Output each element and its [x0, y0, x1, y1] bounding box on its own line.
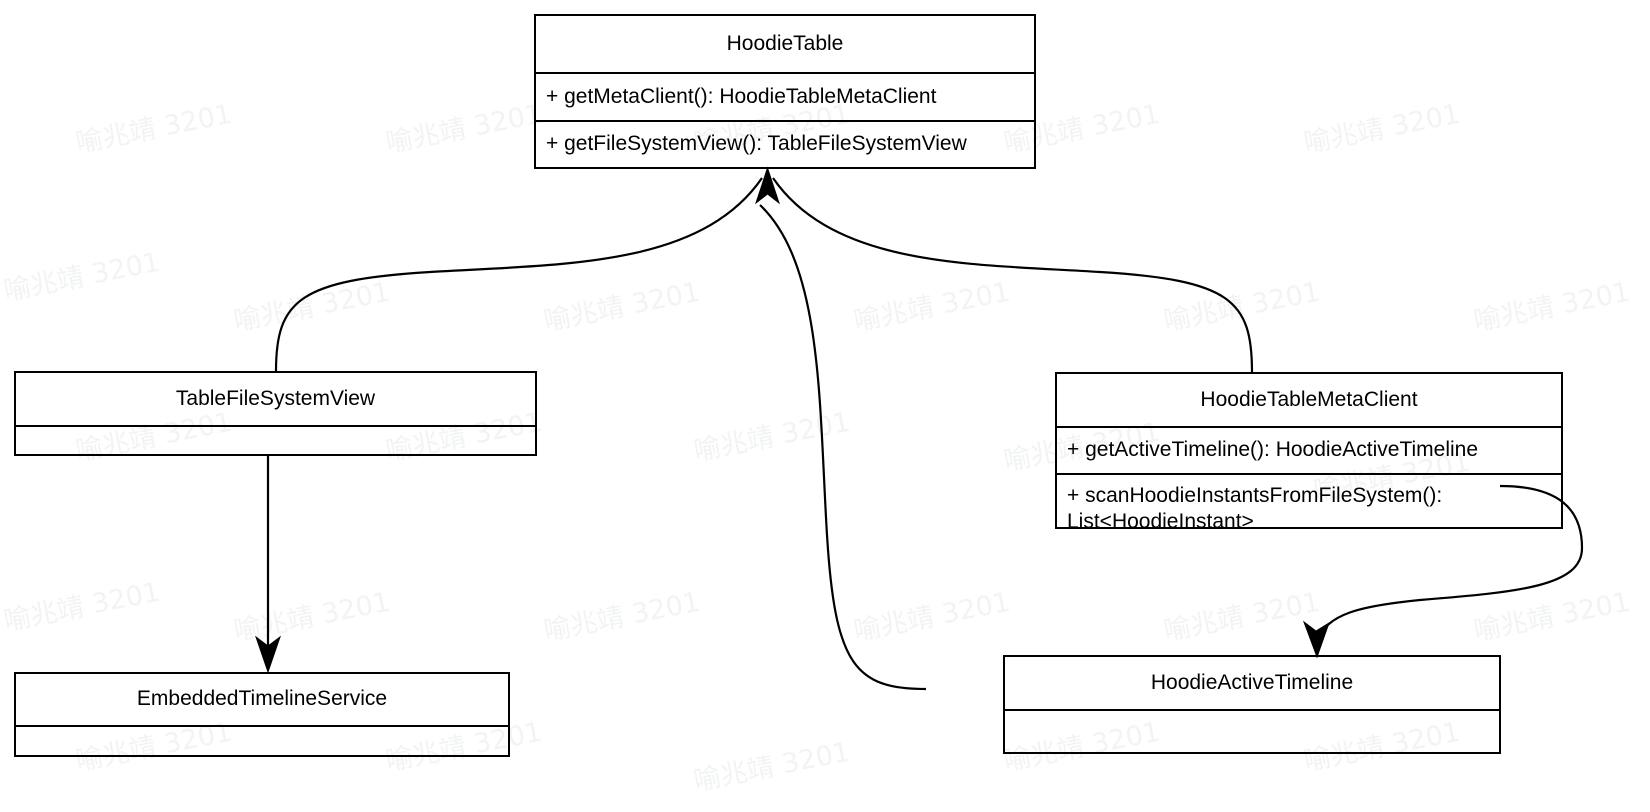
class-box-hoodie-table-meta-client[interactable]: HoodieTableMetaClient + getActiveTimelin… — [1055, 372, 1563, 533]
class-name-hoodie-table-meta-client: HoodieTableMetaClient — [1200, 387, 1418, 411]
watermark-text: 喻兆靖 3201 — [691, 406, 853, 468]
class-name-embedded-timeline-service: EmbeddedTimelineService — [136, 687, 388, 711]
class-box-embedded-timeline-service[interactable]: EmbeddedTimelineService — [14, 672, 510, 757]
class-member-hoodie-table-1: + getFileSystemView(): TableFileSystemVi… — [536, 119, 1034, 167]
watermark-text: 喻兆靖 3201 — [73, 98, 235, 160]
class-name-table-file-system-view: TableFileSystemView — [175, 386, 376, 410]
class-member-hoodie-active-timeline-0 — [1005, 708, 1499, 752]
watermark-text: 喻兆靖 3201 — [851, 276, 1013, 338]
relation-hoodietablemetaclient-to-hoodietable — [772, 177, 1254, 373]
class-member-hoodie-table-0: + getMetaClient(): HoodieTableMetaClient — [536, 72, 1034, 119]
watermark-text: 喻兆靖 3201 — [851, 586, 1013, 648]
watermark-text: 喻兆靖 3201 — [1, 246, 163, 308]
watermark-text: 喻兆靖 3201 — [1471, 276, 1633, 338]
watermark-text: 喻兆靖 3201 — [1161, 276, 1323, 338]
watermark-text: 喻兆靖 3201 — [541, 276, 703, 338]
watermark-text: 喻兆靖 3201 — [691, 736, 853, 798]
watermark-text: 喻兆靖 3201 — [1, 576, 163, 638]
watermark-text: 喻兆靖 3201 — [1301, 98, 1463, 160]
class-box-hoodie-table[interactable]: HoodieTable + getMetaClient(): HoodieTab… — [534, 14, 1036, 169]
arrowhead-into-hoodietable — [755, 166, 780, 205]
arrowhead-into-embeddedtimelineservice — [255, 635, 281, 674]
watermark-text: 喻兆靖 3201 — [231, 586, 393, 648]
relation-tfsv-hoodietable-line — [274, 177, 763, 372]
watermark-text: 喻兆靖 3201 — [383, 98, 545, 160]
class-member-hoodie-table-meta-client-1: + scanHoodieInstantsFromFileSystem(): Li… — [1057, 473, 1561, 533]
relation-tablefilesystemview-to-hoodietable — [759, 204, 927, 691]
watermark-text: 喻兆靖 3201 — [1161, 586, 1323, 648]
watermark-text: 喻兆靖 3201 — [1471, 586, 1633, 648]
arrowhead-into-hoodieactivetimeline — [1302, 620, 1330, 659]
class-name-hoodie-active-timeline: HoodieActiveTimeline — [1150, 670, 1354, 694]
class-member-embedded-timeline-service-0 — [16, 724, 508, 755]
class-box-hoodie-active-timeline[interactable]: HoodieActiveTimeline — [1003, 655, 1501, 754]
class-member-table-file-system-view-0 — [16, 424, 535, 454]
class-member-hoodie-table-meta-client-0: + getActiveTimeline(): HoodieActiveTimel… — [1057, 425, 1561, 473]
watermark-text: 喻兆靖 3201 — [231, 276, 393, 338]
class-box-table-file-system-view[interactable]: TableFileSystemView — [14, 371, 537, 456]
class-name-hoodie-table: HoodieTable — [726, 32, 844, 56]
watermark-text: 喻兆靖 3201 — [541, 586, 703, 648]
